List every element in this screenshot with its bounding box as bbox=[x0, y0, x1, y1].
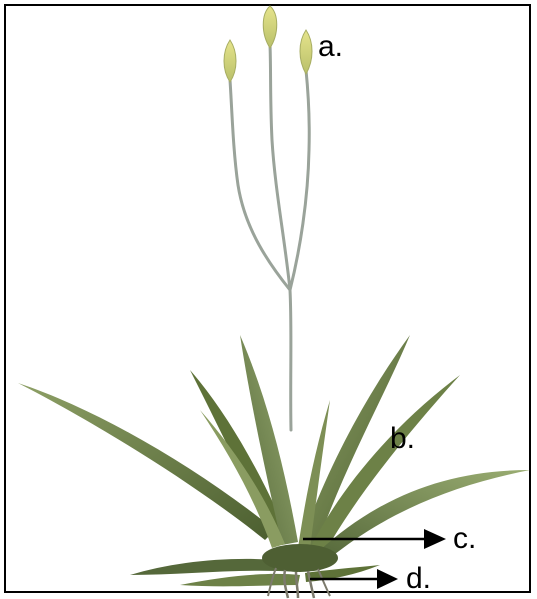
flower-stalks bbox=[230, 45, 309, 430]
label-c: c. bbox=[453, 524, 476, 554]
label-b: b. bbox=[390, 424, 415, 454]
label-d: d. bbox=[406, 564, 431, 594]
label-a: a. bbox=[318, 32, 343, 62]
flower-heads bbox=[224, 6, 312, 82]
